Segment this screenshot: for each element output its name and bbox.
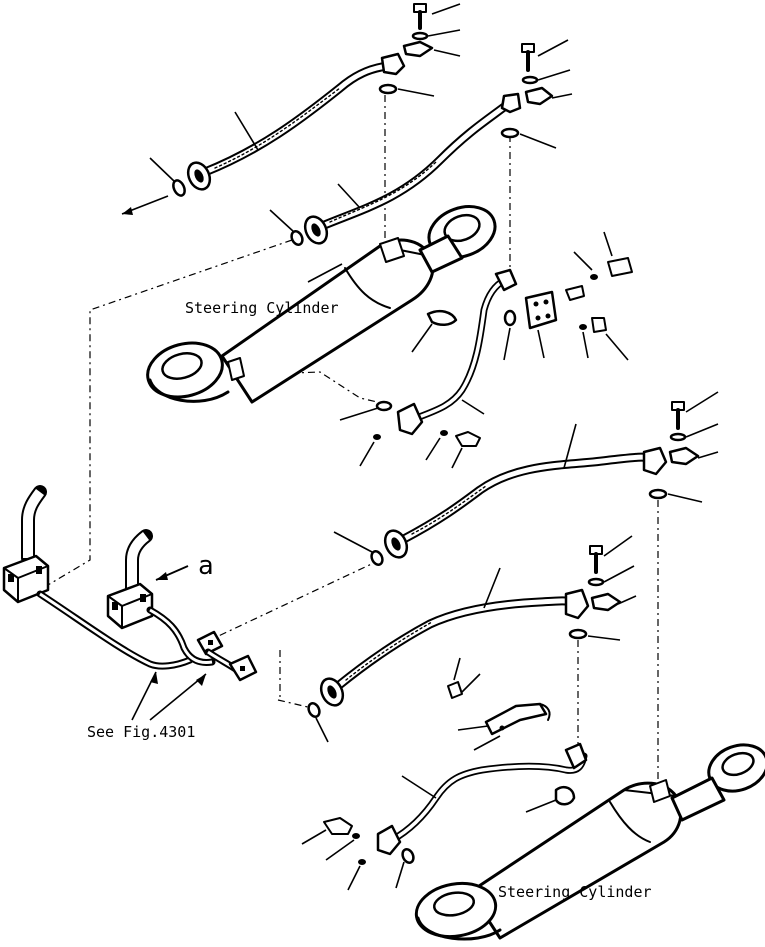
o-ring-3 [375,400,393,412]
hose-upper-2 [303,92,522,245]
o-ring-2 [290,230,304,246]
leader-hose-2 [337,183,361,209]
label-see-fig: See Fig.4301 [87,723,195,741]
hose-right [383,446,668,559]
hose-upper-1 [186,52,406,191]
see-fig-arrow-2 [149,673,207,721]
leader-o-ring-5 [333,531,373,553]
leader-hose-1 [234,111,259,151]
leader-clamp-lower [525,799,557,813]
leader-o-ring-6 [315,717,329,743]
leader-o-ring-1 [149,157,176,183]
tube-middle [396,268,518,436]
bracket-assembly [524,231,633,361]
leader-hose-right [563,423,577,469]
o-ring-5 [370,550,384,566]
see-fig-arrow-1-head [150,672,158,684]
arrow-head [122,207,133,215]
leader-tube-middle [461,399,485,415]
steering-cylinder-upper [146,205,497,404]
bolt-lower [301,817,415,891]
valve-block-assembly [2,485,258,682]
bolt-mid [425,430,481,469]
tube-lower [376,742,588,856]
label-steering-cylinder-lower: Steering Cylinder [498,883,652,901]
label-steering-cylinder-upper: Steering Cylinder [185,299,339,317]
leader-o-ring-4 [503,327,511,361]
o-ring-1 [172,179,186,197]
leader-clamp [411,323,433,353]
leader-cylinder-upper [307,263,343,283]
steering-cylinder-lower [414,743,765,941]
bolt-stack-2 [500,39,573,149]
bolt-stack-1 [378,3,461,97]
callout-a: a [198,551,214,581]
bolt-stack-3 [648,391,719,503]
hose-lower [319,588,590,707]
leader-o-ring-2 [269,209,295,233]
see-fig-arrow-2-head [196,674,206,686]
bolt-stack-4 [568,535,637,641]
lower-bracket [447,657,551,751]
leader-tube-lower [401,775,437,799]
washer-mid [373,434,381,440]
leader-washer-mid [359,441,375,467]
leader-hose-lower [483,567,501,609]
o-ring-6 [307,702,321,718]
leader-o-ring-3 [339,407,379,421]
callout-a-arrow-head [156,572,168,580]
